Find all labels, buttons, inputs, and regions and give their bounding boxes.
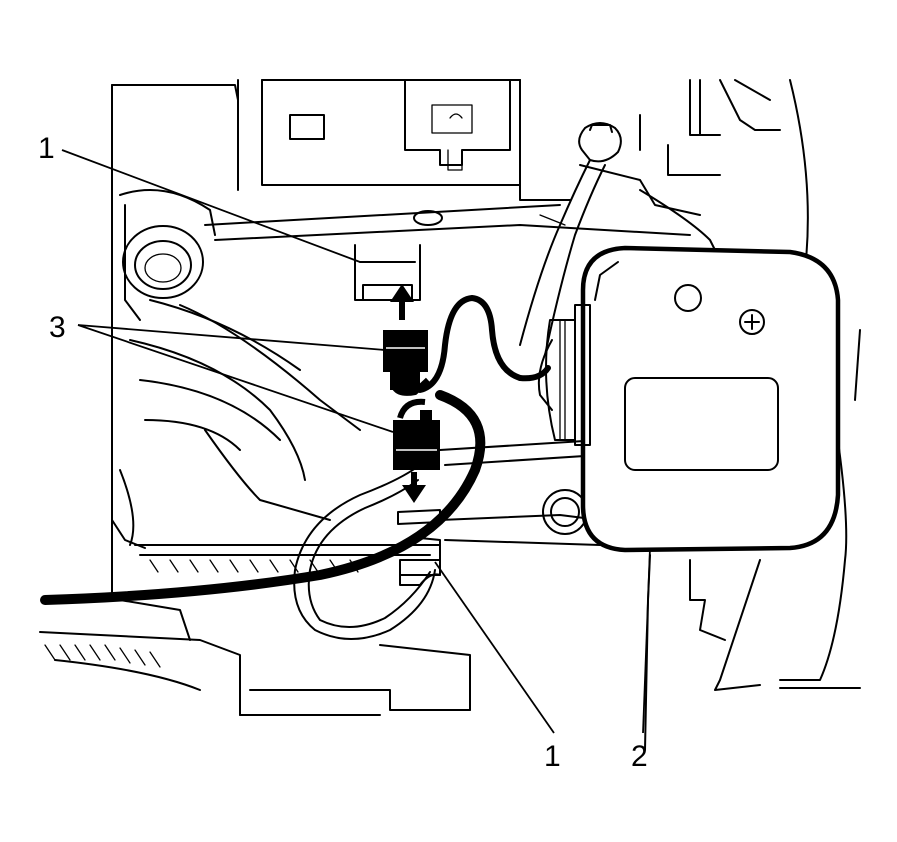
callout-1-upper: 1 — [38, 132, 55, 165]
callout-1-lower: 1 — [544, 740, 561, 773]
hatching — [44, 559, 359, 668]
electrical-connectors — [383, 330, 440, 470]
arrow-down-icon — [402, 472, 426, 503]
main-harness — [40, 390, 486, 605]
leader-lines — [61, 149, 651, 734]
bracket-slot — [289, 114, 325, 140]
callout-2: 2 — [631, 740, 648, 773]
control-module — [537, 245, 841, 553]
module-harness — [417, 294, 523, 393]
upper-connector-mount — [354, 244, 421, 301]
callout-3: 3 — [49, 311, 66, 344]
hose — [293, 464, 436, 640]
lower-connector-mount — [397, 509, 441, 586]
arrow-up-icon — [390, 284, 414, 320]
